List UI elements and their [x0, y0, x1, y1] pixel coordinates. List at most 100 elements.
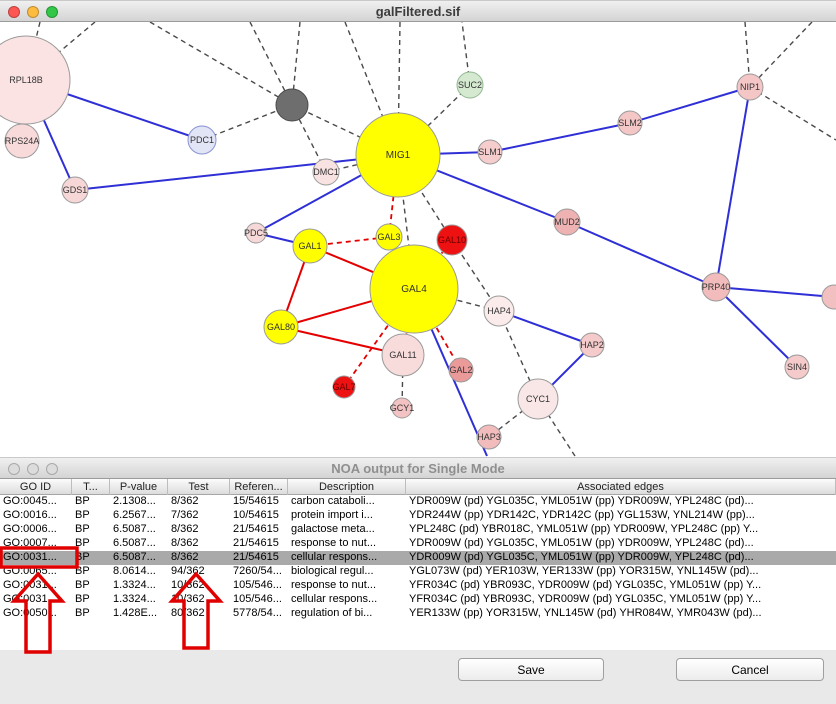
column-header-associated-edges[interactable]: Associated edges [406, 479, 836, 495]
graph-edge-pd[interactable] [749, 86, 836, 141]
graph-node-hap4[interactable] [483, 295, 515, 327]
column-header-description[interactable]: Description [288, 479, 406, 495]
save-button[interactable]: Save [458, 658, 604, 681]
table-cell: 105/546... [233, 579, 282, 591]
column-header-test[interactable]: Test [168, 479, 230, 495]
graph-node-edge-right-node[interactable] [821, 284, 836, 310]
graph-edge-pd[interactable] [397, 154, 453, 241]
graph-edge-rd[interactable] [413, 288, 462, 371]
graph-node-prp40[interactable] [701, 272, 731, 302]
graph-node-gal10[interactable] [436, 224, 468, 256]
column-header-t[interactable]: T... [72, 479, 110, 495]
table-cell: GO:0031... [3, 593, 57, 605]
table-cell: YDR009W (pd) YGL035C, YML051W (pp) YDR00… [409, 495, 754, 507]
graph-node-gcy1[interactable] [391, 397, 413, 419]
minimize-button-icon[interactable] [27, 6, 39, 18]
table-cell: 7/362 [171, 509, 199, 521]
graph-edge-pp[interactable] [715, 86, 751, 288]
graph-node-slm1[interactable] [477, 139, 503, 165]
table-cell: GO:0065... [3, 565, 57, 577]
minimize-button-icon[interactable] [27, 463, 39, 475]
graph-edge-pd[interactable] [149, 22, 293, 106]
graph-node-label: GAL80 [267, 322, 295, 332]
table-cell: GO:0006... [3, 523, 57, 535]
graph-node-pdc5[interactable] [245, 222, 267, 244]
graph-node-hap3[interactable] [476, 424, 502, 450]
graph-node-label: PDC5 [244, 228, 268, 238]
graph-node-gal7[interactable] [332, 375, 356, 399]
graph-edge-pd[interactable] [749, 22, 813, 88]
graph-node-nip1[interactable] [736, 73, 764, 101]
table-cell: carbon cataboli... [291, 495, 375, 507]
traffic-lights-inactive [8, 463, 58, 475]
graph-edge-pd[interactable] [498, 310, 539, 400]
graph-node-mig1[interactable] [355, 112, 441, 198]
table-cell: BP [75, 579, 90, 591]
table-cell: YFR034C (pd) YBR093C, YDR009W (pd) YGL03… [409, 593, 762, 605]
graph-node-suc2[interactable] [456, 71, 484, 99]
graph-edge-pp[interactable] [489, 122, 631, 153]
graph-node-pdc1[interactable] [187, 125, 217, 155]
table-cell: YGL073W (pd) YER103W, YER133W (pp) YOR31… [409, 565, 759, 577]
network-canvas[interactable]: RPL18BRPS24AGDS1PDC1DMC1MIG1SUC2SLM1SLM2… [0, 22, 836, 457]
graph-node-slm2[interactable] [617, 110, 643, 136]
graph-edge-pp[interactable] [74, 154, 399, 191]
table-cell: BP [75, 523, 90, 535]
zoom-button-icon[interactable] [46, 6, 58, 18]
graph-node-hap2[interactable] [579, 332, 605, 358]
table-cell: 5778/54... [233, 607, 282, 619]
table-cell: BP [75, 607, 90, 619]
graph-node-gal11[interactable] [381, 333, 425, 377]
graph-edge-pd[interactable] [249, 22, 293, 106]
table-cell: 8/362 [171, 537, 199, 549]
graph-node-dmc1[interactable] [312, 158, 340, 186]
graph-edge-pd[interactable] [291, 104, 399, 156]
table-cell: response to nut... [291, 537, 376, 549]
graph-node-cyc1[interactable] [517, 378, 559, 420]
cancel-button[interactable]: Cancel [676, 658, 824, 681]
graph-node-sin4[interactable] [784, 354, 810, 380]
graph-node-label: HAP4 [487, 306, 511, 316]
graph-node-mud2[interactable] [553, 208, 581, 236]
table-cell: BP [75, 565, 90, 577]
graph-window-titlebar[interactable]: galFiltered.sif [0, 0, 836, 22]
close-button-icon[interactable] [8, 463, 20, 475]
graph-edge-pp[interactable] [629, 86, 751, 124]
graph-node-gds1[interactable] [61, 176, 89, 204]
column-header-p-value[interactable]: P-value [110, 479, 168, 495]
graph-edge-pd[interactable] [291, 22, 301, 106]
graph-edge-pp[interactable] [566, 221, 717, 288]
graph-node-gal1[interactable] [292, 228, 328, 264]
graph-edge-pp[interactable] [498, 310, 593, 346]
table-cell: 105/546... [233, 593, 282, 605]
noa-window-titlebar[interactable]: NOA output for Single Mode [0, 457, 836, 479]
zoom-button-icon[interactable] [46, 463, 58, 475]
graph-node-label: HAP3 [477, 432, 501, 442]
graph-edge-pp[interactable] [715, 286, 835, 298]
column-header-referen[interactable]: Referen... [230, 479, 288, 495]
graph-edge-pd[interactable] [201, 104, 293, 141]
traffic-lights [8, 6, 58, 18]
table-cell: GO:0045... [3, 495, 57, 507]
graph-edge-pp[interactable] [715, 286, 798, 368]
graph-node-rps24a[interactable] [4, 123, 40, 159]
graph-node-gray-node[interactable] [275, 88, 309, 122]
table-cell: 8/362 [171, 551, 199, 563]
graph-node-gal2[interactable] [448, 357, 474, 383]
close-button-icon[interactable] [8, 6, 20, 18]
graph-node-gal3[interactable] [375, 223, 403, 251]
graph-node-gal80[interactable] [263, 309, 299, 345]
graph-edge-rd[interactable] [388, 154, 399, 238]
column-header-go-id[interactable]: GO ID [0, 479, 72, 495]
graph-node-gal4[interactable] [369, 244, 459, 334]
